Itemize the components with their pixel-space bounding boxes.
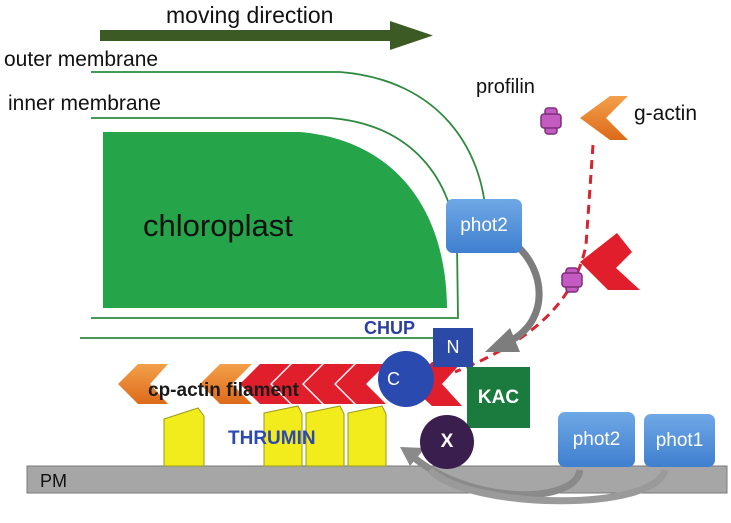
kac-box: KAC	[467, 367, 530, 428]
profilin-label: profilin	[476, 76, 535, 98]
outer-membrane-label: outer membrane	[4, 48, 159, 71]
moving-direction-label: moving direction	[166, 2, 334, 28]
moving-direction-arrow	[100, 21, 433, 50]
x-protein: X	[420, 415, 474, 469]
chup-c-domain: C	[378, 351, 434, 407]
actin-polymerization-path	[454, 144, 595, 374]
phot1-arrow	[427, 467, 669, 505]
chup-n-domain: N	[433, 328, 473, 367]
chup-label: CHUP	[364, 318, 416, 338]
cp-actin-filament	[118, 362, 462, 406]
chloroplast-body	[103, 132, 447, 308]
phot2-bottom-box: phot2	[558, 412, 635, 467]
cp-actin-filament-label: cp-actin filament	[148, 380, 299, 401]
actin-monomer-red	[580, 233, 640, 290]
profilin-icon	[540, 107, 562, 135]
outer-membrane-line	[91, 71, 487, 219]
g-actin-label: g-actin	[634, 102, 698, 125]
inner-membrane-label: inner membrane	[8, 92, 161, 115]
profilin-bound-icon	[561, 267, 583, 293]
phot1-box: phot1	[644, 414, 715, 467]
pm-label: PM	[40, 471, 67, 491]
phot2-top-box: phot2	[446, 199, 522, 253]
g-actin-icon	[580, 96, 628, 140]
plasma-membrane-bar	[26, 465, 728, 494]
chloroplast-label: chloroplast	[143, 208, 293, 243]
phot2-top-arrow	[485, 242, 543, 352]
thrumin-blocks	[163, 405, 387, 467]
thrumin-label: THRUMIN	[228, 428, 316, 449]
